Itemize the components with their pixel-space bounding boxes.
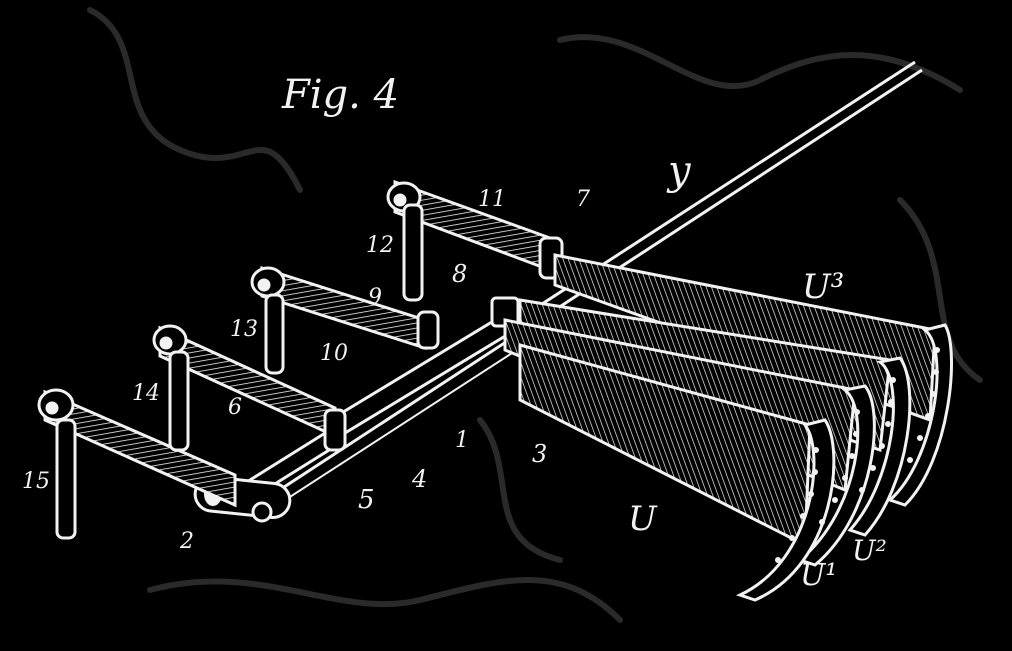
label-4: 4 — [411, 465, 427, 493]
label-3: 3 — [532, 440, 547, 468]
label-11: 11 — [478, 187, 506, 212]
rake-tines — [503, 253, 937, 548]
label-9: 9 — [368, 285, 382, 310]
label-2: 2 — [179, 529, 194, 554]
label-12: 12 — [366, 233, 394, 258]
label-7: 7 — [576, 187, 590, 212]
background-scribbles — [87, 7, 983, 623]
label-U2: U² — [852, 534, 887, 567]
reference-labels: y 11 7 12 8 9 13 10 14 6 1 3 4 5 15 2 U … — [22, 148, 887, 593]
figure-title: Fig. 4 — [281, 72, 399, 118]
label-6: 6 — [228, 395, 242, 420]
label-15: 15 — [22, 469, 50, 494]
label-U1: U¹ — [800, 558, 837, 593]
vertical-posts — [55, 203, 424, 540]
label-y: y — [666, 148, 692, 194]
label-U: U — [628, 499, 658, 539]
label-13: 13 — [230, 317, 258, 342]
label-14: 14 — [132, 381, 160, 406]
comb-holes — [775, 347, 940, 563]
label-1: 1 — [455, 428, 469, 453]
label-5: 5 — [358, 485, 375, 515]
label-8: 8 — [452, 260, 467, 288]
label-U3: U³ — [802, 267, 844, 307]
label-10: 10 — [320, 341, 348, 366]
